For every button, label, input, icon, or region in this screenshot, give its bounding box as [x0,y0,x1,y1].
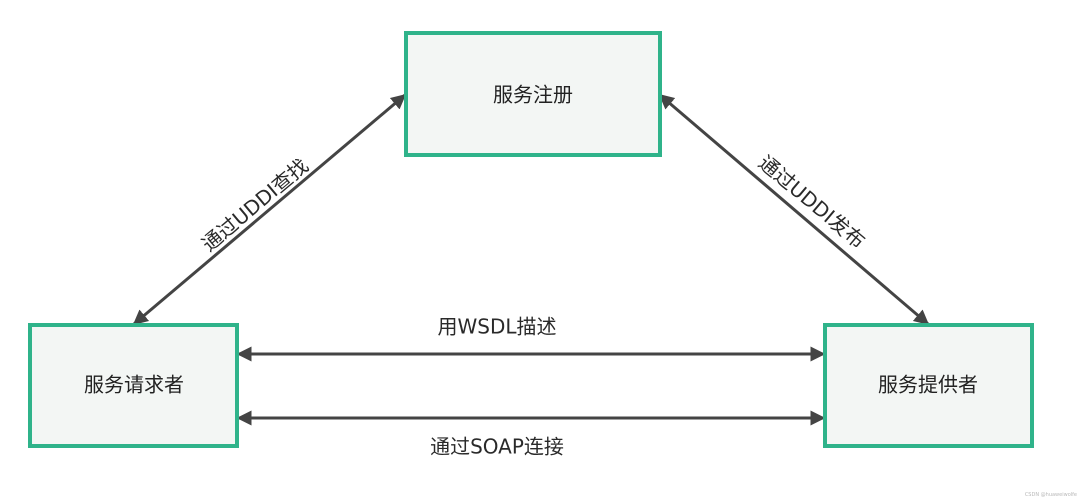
edge-publish-label: 通过UDDI发布 [754,150,870,253]
edge-describe-label: 用WSDL描述 [437,315,556,339]
node-requester-label: 服务请求者 [84,373,184,397]
node-provider-label: 服务提供者 [878,373,978,397]
node-provider: 服务提供者 [823,323,1034,448]
node-requester: 服务请求者 [28,323,239,448]
edge-describe: 用WSDL描述 [236,315,826,362]
node-registry-box [404,31,662,157]
node-registry-label: 服务注册 [493,83,573,107]
edge-find: 通过UDDI查找 [132,93,407,326]
edge-publish-line [658,93,930,326]
edge-connect-label: 通过SOAP连接 [430,435,564,459]
edge-find-line [132,93,407,326]
edge-publish: 通过UDDI发布 [658,93,930,326]
node-provider-box [823,323,1034,448]
watermark: CSDN @huaweiwolfe [1025,492,1077,498]
node-requester-box [28,323,239,448]
edge-connect: 通过SOAP连接 [236,410,826,459]
node-registry: 服务注册 [404,31,662,157]
edge-find-label: 通过UDDI查找 [197,153,313,256]
